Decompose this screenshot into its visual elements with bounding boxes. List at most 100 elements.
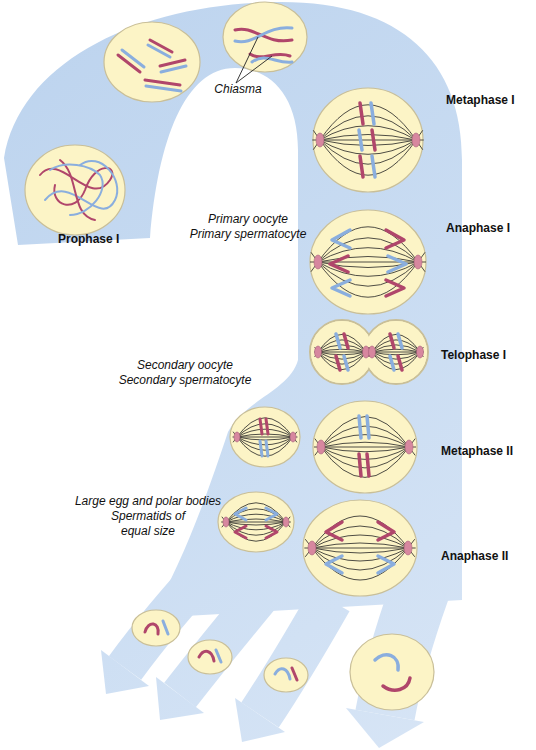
anaphase-two-cell-part <box>378 522 394 540</box>
telophase-one-cell-part <box>390 356 394 370</box>
anaphase-two-cell-part <box>304 516 415 580</box>
anaphase-one-cell-part <box>332 230 350 248</box>
anaphase-two-cell-part <box>326 556 342 573</box>
telophase-one-cell <box>310 320 428 384</box>
prophase-cell-part <box>25 145 125 235</box>
daughter-cell-part <box>383 678 410 690</box>
metaphase-two-cell-part <box>234 432 240 442</box>
metaphase-one-cell-part <box>372 130 375 150</box>
telophase-one-cell-part <box>398 334 402 348</box>
anaphase-one-cell-part <box>330 256 348 272</box>
metaphase-two-cell-part <box>266 441 268 456</box>
stage-label: Telophase I <box>441 348 533 363</box>
anaphase-one-cell-part <box>388 256 406 272</box>
metaphase-two-cell-part <box>359 416 361 438</box>
metaphase-two-cell-part <box>233 418 298 456</box>
metaphase-two-cell-part <box>230 407 300 467</box>
anaphase-two-cell-part <box>223 517 229 527</box>
flow-band-part <box>346 708 424 748</box>
anaphase-two-cell-part <box>266 526 277 538</box>
flow-band-part <box>101 650 149 694</box>
telophase-one-cell-part <box>364 320 428 384</box>
metaphase-two-cell-part <box>314 417 416 478</box>
anaphase-two-cell-part <box>218 492 294 552</box>
telophase-one-cell-part <box>310 320 374 384</box>
daughter-cell-part <box>264 658 308 692</box>
anaphase-one-cell-part <box>386 280 404 296</box>
metaphase-two-cell-part <box>260 441 262 456</box>
telophase-one-cell-part <box>336 334 340 348</box>
pairing-cell-part <box>104 22 200 102</box>
daughter-cell-part <box>199 651 214 661</box>
prophase-cell-part <box>45 161 117 209</box>
telophase-one-cell-part <box>390 334 394 348</box>
telophase-one-cell-part <box>369 346 376 358</box>
metaphase-two-cell-part <box>405 440 413 454</box>
leader-line-part <box>236 56 272 83</box>
metaphase-two-cell-part <box>260 419 262 434</box>
cell-label: Primary spermatocyte <box>168 227 328 242</box>
telophase-one-cell-part <box>315 346 322 358</box>
metaphase-one-cell-part <box>372 156 375 177</box>
telophase-one-cell-part <box>344 334 348 348</box>
cell-label: Secondary spermatocyte <box>100 373 270 388</box>
anaphase-one-cell-part <box>310 227 426 297</box>
metaphase-two-cell-part <box>290 432 296 442</box>
telophase-one-cell-part <box>311 321 373 383</box>
anaphase-two-cell-part <box>235 508 246 520</box>
daughter-cell-part <box>132 610 180 646</box>
flow-band-part <box>156 677 204 720</box>
stage-label: Metaphase I <box>446 93 534 108</box>
anaphase-two-cell-part <box>378 556 394 573</box>
stage-label: Prophase I <box>58 232 158 247</box>
cell-label: Large egg and polar bodies <box>63 494 233 509</box>
metaphase-two-cell-part <box>317 440 325 454</box>
flow-band-part <box>235 698 285 742</box>
pairing-cell-part <box>161 66 186 72</box>
metaphase-two-cell-part <box>359 454 361 476</box>
daughter-cell-part <box>163 621 168 634</box>
anaphase-two-cell-part <box>303 500 417 596</box>
flow-band-part <box>125 560 215 668</box>
anaphase-two-cell-part <box>266 508 277 520</box>
daughter-cell-part <box>350 634 434 710</box>
metaphase-one-cell-part <box>360 103 363 124</box>
telophase-one-cell-part <box>368 334 424 369</box>
metaphase-one-cell <box>312 88 423 192</box>
anaphase-two-cell-part <box>235 526 246 538</box>
cell-label: Spermatids of equal size <box>101 509 196 539</box>
flow-band-part <box>180 590 265 695</box>
chiasma-cell-part <box>235 28 292 42</box>
metaphase-two-cell-part <box>367 416 369 438</box>
metaphase-one-cell-part <box>313 88 423 192</box>
leader-line-part <box>236 37 258 83</box>
stage-label: Metaphase II <box>441 444 533 459</box>
chiasma-cell-part <box>252 58 292 62</box>
leader-line <box>236 37 272 83</box>
pairing-cell <box>104 22 200 102</box>
flow-band-part <box>260 600 330 715</box>
daughter-cell-part <box>145 624 158 634</box>
telophase-one-cell-part <box>336 356 340 370</box>
telophase-one-cell-part <box>398 356 402 370</box>
metaphase-one-cell-part <box>360 156 363 177</box>
pairing-cell-part <box>160 60 185 66</box>
anaphase-one-cell-part <box>310 210 426 314</box>
anaphase-one-cell-part <box>314 255 322 269</box>
pairing-cell-part <box>145 80 180 85</box>
flow-band <box>4 2 462 748</box>
metaphase-one-cell-part <box>316 133 324 147</box>
pairing-cell-part <box>150 40 172 52</box>
daughter-cell-part <box>275 669 290 679</box>
daughter-cell-part <box>292 668 297 680</box>
anaphase-one-cell-part <box>386 230 404 248</box>
stage-label: Anaphase I <box>446 221 534 236</box>
annotation-label: Chiasma <box>198 82 278 97</box>
anaphase-two-cell-part <box>308 541 316 555</box>
metaphase-one-cell-part <box>312 105 423 175</box>
prophase-cell <box>25 145 125 235</box>
metaphase-two-cell-part <box>367 454 369 476</box>
metaphase-one-cell-part <box>359 130 362 150</box>
prophase-cell-part <box>50 165 103 215</box>
